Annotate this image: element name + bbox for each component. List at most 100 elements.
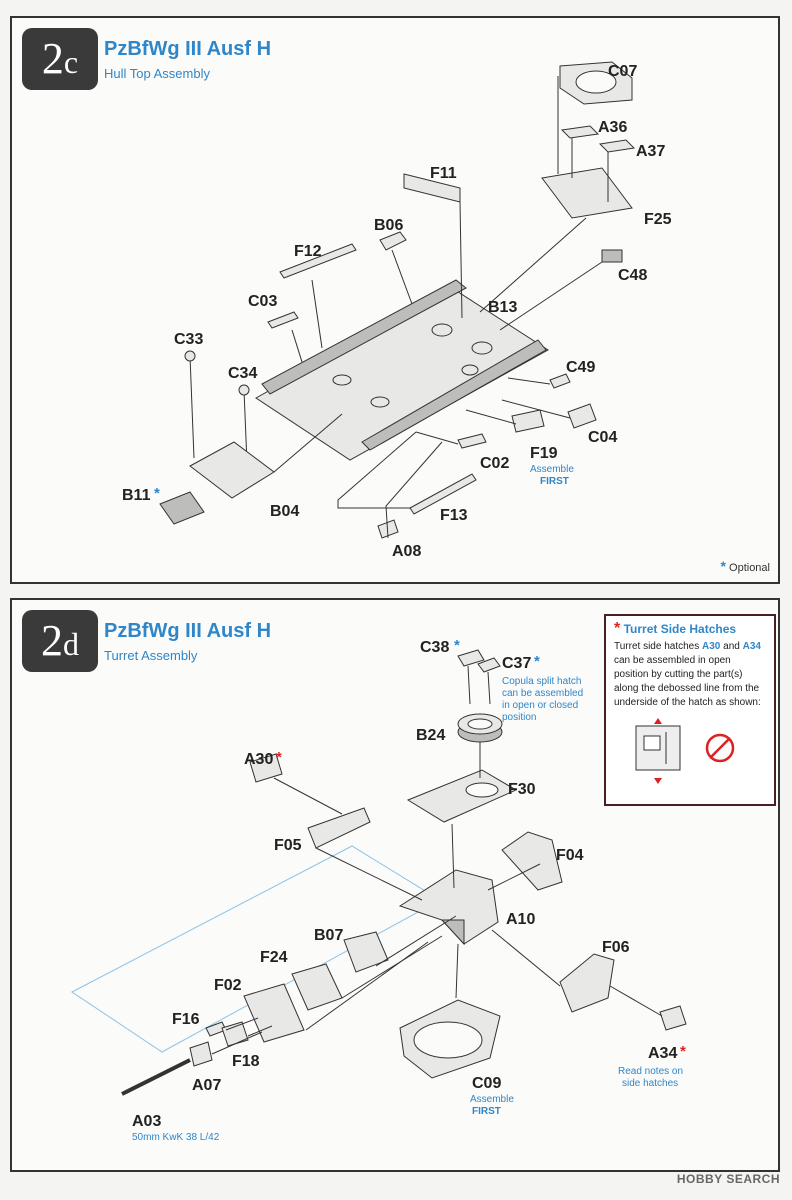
step-subtitle: Hull Top Assembly <box>104 66 210 81</box>
part-f24-shape <box>291 963 343 1011</box>
part-c09-shape <box>399 999 501 1079</box>
step-letter: c <box>63 44 79 80</box>
label-a10: A10 <box>506 911 535 928</box>
arrow-up-icon <box>654 718 662 724</box>
part-a07-shape <box>189 1041 213 1067</box>
part-c33-head <box>184 350 196 362</box>
label-b04: B04 <box>270 503 299 520</box>
part-f04-shape <box>501 831 563 891</box>
label-f12: F12 <box>294 243 322 260</box>
label-b13: B13 <box>488 299 517 316</box>
callout-text-2: and <box>723 641 740 652</box>
label-c33: C33 <box>174 331 203 348</box>
leader-lines-2d <box>211 665 663 1055</box>
label-a30: A30 <box>244 751 273 768</box>
label-a07: A07 <box>192 1077 221 1094</box>
c37-optional-star: * <box>534 653 540 670</box>
label-a03: A03 <box>132 1113 161 1130</box>
label-c02: C02 <box>480 455 509 472</box>
c09-note-assemble: Assemble <box>470 1094 514 1105</box>
label-f06: F06 <box>602 939 630 956</box>
part-f25-shape <box>541 167 633 219</box>
part-c48-shape <box>601 249 623 263</box>
label-c38: C38 <box>420 639 449 656</box>
part-c04-shape <box>567 403 597 429</box>
label-c09: C09 <box>472 1075 501 1092</box>
part-c03-shape <box>267 311 299 329</box>
part-f02-shape <box>243 983 305 1043</box>
part-c33-rod <box>189 355 195 459</box>
label-b06: B06 <box>374 217 403 234</box>
turret-diagram: C38 * C37 * Copula split hatch can be as… <box>71 637 687 1143</box>
part-f30-shape <box>406 769 518 823</box>
label-a37: A37 <box>636 143 665 160</box>
part-b06-shape <box>379 231 407 251</box>
label-c04: C04 <box>588 429 617 446</box>
knife-icon <box>705 733 735 763</box>
label-f19: F19 <box>530 445 558 462</box>
part-c07-shape <box>559 61 633 105</box>
c37-note-line-4: position <box>502 712 536 723</box>
step-badge-2c: 2c <box>22 28 98 90</box>
label-f05: F05 <box>274 837 302 854</box>
c37-note-line-2: can be assembled <box>502 688 583 699</box>
optional-star: * <box>720 558 726 574</box>
watermark: HOBBY SEARCH <box>676 1172 780 1186</box>
part-c38-shape <box>457 649 485 667</box>
part-c34-head <box>238 384 250 396</box>
step-number: 2 <box>41 34 64 83</box>
step-title: PzBfWg III Ausf H <box>104 38 272 60</box>
part-b07-shape <box>343 931 389 973</box>
step-badge-2d: 2d <box>22 610 98 672</box>
part-a30-shape <box>249 753 283 783</box>
label-a36: A36 <box>598 119 627 136</box>
a34-note-line-1: Read notes on <box>618 1066 683 1077</box>
part-f05-shape <box>307 807 371 849</box>
callout-body: Turret side hatches A30 and A34 can be a… <box>614 640 766 710</box>
part-c37-shape <box>477 657 501 673</box>
part-b11-shape <box>159 491 205 525</box>
callout-text-3: can be assembled in open position by cut… <box>614 655 761 708</box>
part-a37-shape <box>598 139 636 153</box>
step-2d-panel: 2d PzBfWg III Ausf H Turret Assembly <box>10 598 780 1172</box>
label-f04: F04 <box>556 847 584 864</box>
a34-star: * <box>680 1043 686 1060</box>
b11-optional-star: * <box>154 485 160 502</box>
hull-top-deck-shape <box>255 279 549 461</box>
arrow-down-icon <box>654 778 662 784</box>
label-c37: C37 <box>502 655 531 672</box>
a34-note-line-2: side hatches <box>622 1078 678 1089</box>
callout-text-1: Turret side hatches <box>614 641 700 652</box>
f19-note-assemble: Assemble <box>530 464 574 475</box>
part-b04-shape <box>189 441 275 499</box>
leader-lines-2c <box>273 76 609 539</box>
part-c02-shape <box>457 433 487 449</box>
optional-legend: * Optional <box>721 558 771 574</box>
label-c49: C49 <box>566 359 595 376</box>
part-f18-shape <box>221 1021 249 1047</box>
callout-star: * <box>614 620 621 637</box>
part-a34-shape <box>659 1005 687 1031</box>
part-f19-shape <box>511 409 545 433</box>
label-b07: B07 <box>314 927 343 944</box>
part-a08-shape <box>377 519 399 539</box>
c37-note-line-3: in open or closed <box>502 700 578 711</box>
label-f24: F24 <box>260 949 288 966</box>
step-subtitle: Turret Assembly <box>104 648 198 663</box>
callout-title: * Turret Side Hatches <box>614 620 766 637</box>
label-f25: F25 <box>644 211 672 228</box>
hull-top-diagram: C07 A36 A37 F25 F11 B06 F12 C48 C03 B13 … <box>122 61 672 560</box>
label-f30: F30 <box>508 781 536 798</box>
label-f02: F02 <box>214 977 242 994</box>
step-2c-panel: 2c PzBfWg III Ausf H Hull Top Assembly <box>10 16 780 584</box>
label-b11: B11 <box>122 487 151 504</box>
step-letter: d <box>63 626 79 662</box>
a30-star: * <box>276 749 282 766</box>
label-f18: F18 <box>232 1053 260 1070</box>
label-c07: C07 <box>608 63 637 80</box>
optional-label: Optional <box>729 562 770 574</box>
hatch-cutting-illustration <box>635 718 735 784</box>
f19-note-first: FIRST <box>540 476 569 487</box>
label-c34: C34 <box>228 365 257 382</box>
label-b24: B24 <box>416 727 445 744</box>
